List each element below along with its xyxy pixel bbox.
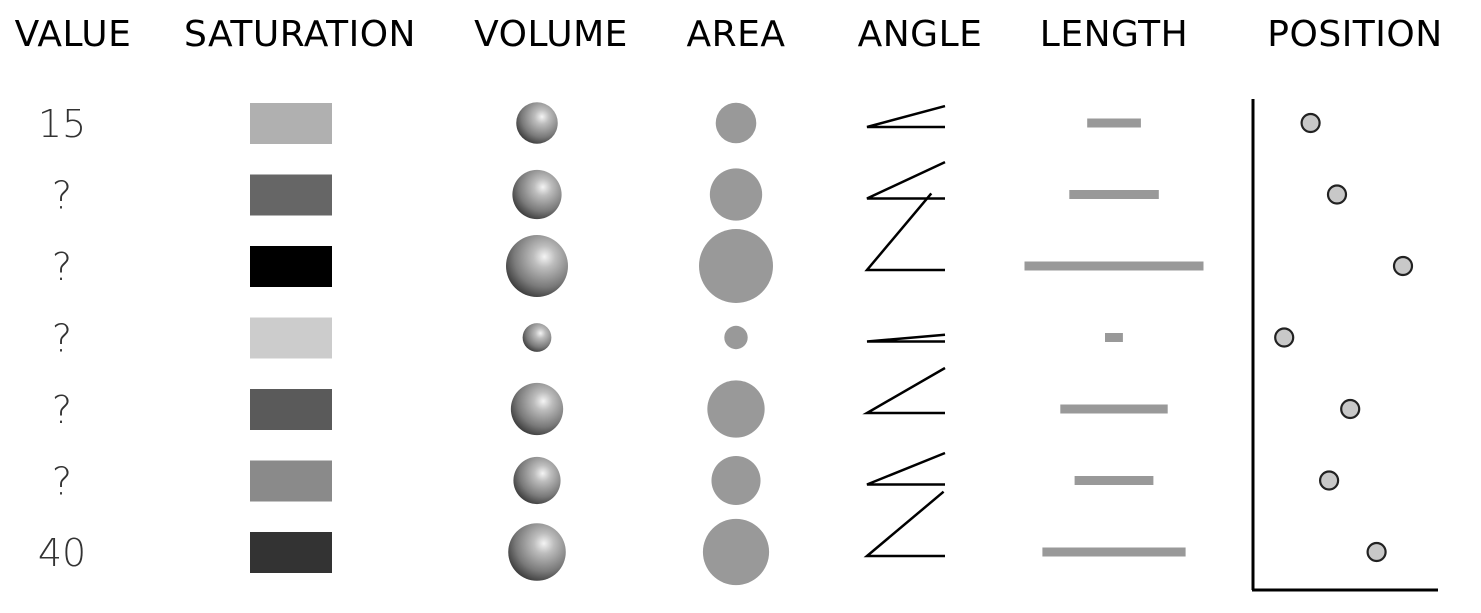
header-area: AREA xyxy=(686,14,785,55)
angle-mark xyxy=(862,366,946,415)
length-bar xyxy=(1069,190,1159,199)
volume-sphere xyxy=(522,323,552,352)
position-dot xyxy=(1326,184,1348,205)
header-value: VALUE xyxy=(15,14,132,55)
value-label: ? xyxy=(52,388,72,432)
volume-sphere xyxy=(508,523,566,581)
area-circle xyxy=(711,455,761,506)
length-bar xyxy=(1042,547,1186,557)
area-circle xyxy=(702,518,770,586)
length-bar xyxy=(1024,261,1204,271)
position-dot xyxy=(1300,112,1321,134)
saturation-swatch xyxy=(250,532,332,573)
position-dot xyxy=(1392,255,1414,277)
area-circle xyxy=(699,229,773,303)
saturation-swatch xyxy=(250,389,332,430)
angle-mark xyxy=(864,192,945,272)
header-length: LENGTH xyxy=(1040,14,1188,55)
encoding-rows: 15????? 40 xyxy=(38,102,1414,586)
length-bar xyxy=(1060,404,1168,414)
value-label: ? xyxy=(52,317,72,361)
area-circle xyxy=(709,168,763,221)
saturation-swatch xyxy=(250,246,332,287)
header-saturation: SATURATION xyxy=(184,14,416,55)
position-dot xyxy=(1274,327,1295,348)
angle-mark xyxy=(866,104,946,129)
length-bar xyxy=(1087,118,1141,128)
volume-sphere xyxy=(510,382,564,436)
value-label: ? xyxy=(52,460,72,504)
saturation-swatch xyxy=(250,460,332,502)
angle-mark xyxy=(866,333,946,343)
length-bar xyxy=(1105,333,1123,342)
length-bar xyxy=(1074,476,1154,485)
value-label: ? xyxy=(52,174,72,218)
value-label: ? xyxy=(52,245,72,289)
saturation-swatch xyxy=(250,174,332,216)
value-label: 40 xyxy=(38,531,86,575)
area-circle xyxy=(724,325,748,350)
position-dot xyxy=(1340,398,1361,420)
volume-sphere xyxy=(513,456,561,505)
volume-sphere xyxy=(512,169,562,220)
angle-mark xyxy=(866,160,946,200)
position-dot xyxy=(1366,541,1387,563)
area-circle xyxy=(715,102,757,144)
volume-sphere xyxy=(506,235,568,297)
saturation-swatch xyxy=(250,103,332,144)
angle-mark xyxy=(866,451,946,486)
header-volume: VOLUME xyxy=(474,14,628,55)
area-circle xyxy=(707,380,765,438)
header-position: POSITION xyxy=(1267,14,1442,55)
volume-sphere xyxy=(516,102,558,144)
header-angle: ANGLE xyxy=(858,14,983,55)
value-label: 15 xyxy=(38,102,86,146)
position-dot xyxy=(1318,470,1340,491)
angle-mark xyxy=(863,490,945,558)
saturation-swatch xyxy=(250,317,332,359)
